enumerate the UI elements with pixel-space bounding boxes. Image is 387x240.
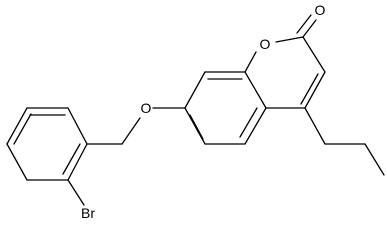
molecule-structure-diagram: O O O Br	[6, 2, 385, 221]
bond	[244, 107, 267, 145]
atom-label-ring-oxygen: O	[260, 36, 271, 52]
bond	[296, 14, 312, 34]
bond	[302, 19, 317, 38]
bond	[302, 36, 326, 73]
bond	[13, 113, 32, 145]
atom-label-carbonyl-oxygen: O	[315, 2, 326, 18]
atom-label-bromine: Br	[81, 205, 95, 221]
atom-label-ether-oxygen: O	[141, 100, 152, 116]
bond	[6, 143, 28, 181]
bond	[121, 117, 141, 145]
bond	[244, 51, 257, 73]
bond	[184, 107, 206, 145]
bond-lines	[6, 14, 385, 206]
bond	[300, 73, 319, 105]
bond	[304, 107, 326, 145]
bond	[239, 107, 258, 138]
bond	[67, 143, 88, 181]
bond	[67, 107, 88, 145]
bond	[275, 36, 304, 43]
bond	[364, 143, 385, 176]
bond	[6, 107, 28, 145]
bond	[67, 179, 85, 206]
bond	[62, 143, 81, 175]
bond	[304, 71, 326, 109]
bond	[184, 71, 206, 109]
bond	[244, 71, 267, 109]
bond	[189, 114, 204, 140]
